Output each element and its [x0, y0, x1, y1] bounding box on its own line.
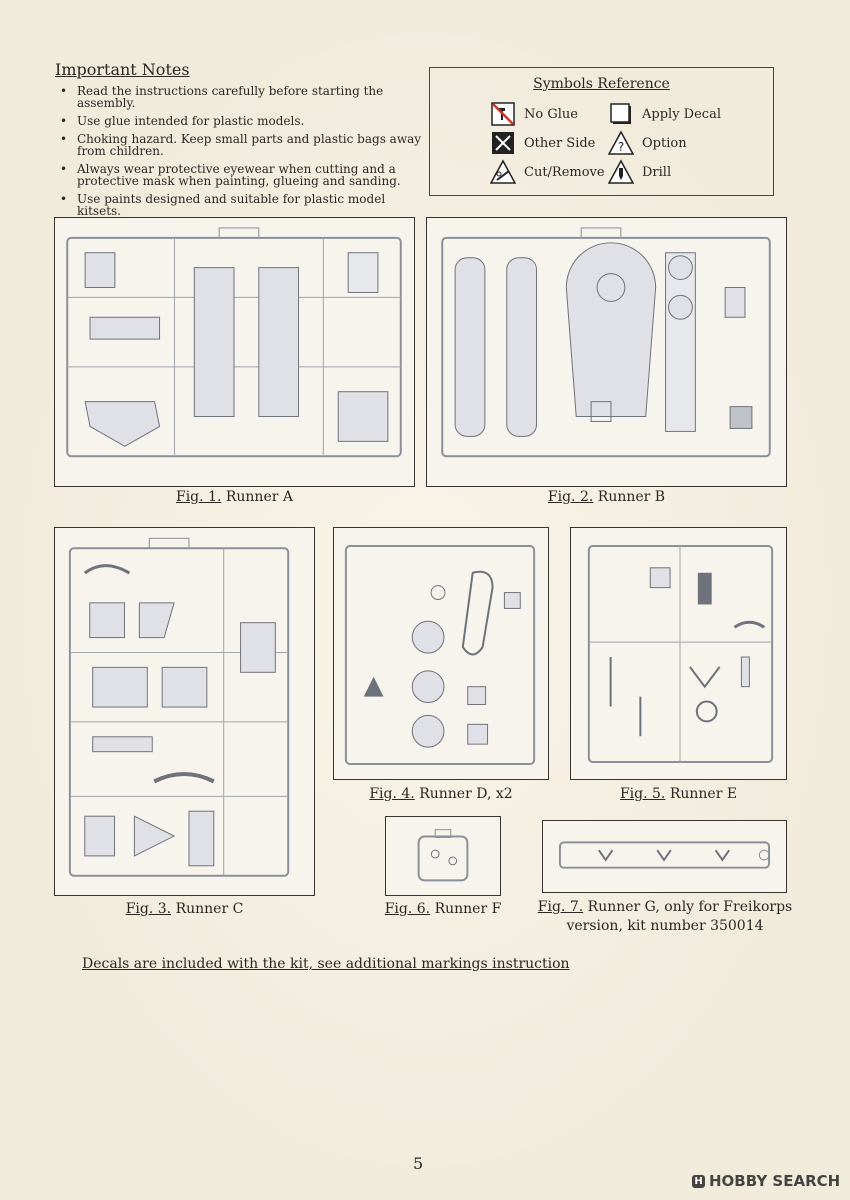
runner-b-sprue-image	[441, 227, 771, 458]
symbol-apply-decal: Apply Decal	[608, 101, 721, 127]
figure-number: Fig. 3.	[125, 901, 172, 917]
watermark-text: HOBBY SEARCH	[709, 1172, 841, 1190]
figure-number: Fig. 2.	[547, 489, 594, 505]
svg-text:?: ?	[618, 140, 624, 154]
note-item: Always wear protective eyewear when cutt…	[55, 163, 425, 187]
no-glue-icon	[491, 102, 515, 126]
figure-3-caption: Fig. 3. Runner C	[54, 901, 315, 917]
decal-icon	[610, 103, 631, 124]
figure-6-caption: Fig. 6. Runner F	[370, 901, 516, 917]
figure-5-caption: Fig. 5. Runner E	[570, 786, 787, 802]
notes-list: Read the instructions carefully before s…	[55, 85, 425, 217]
notes-title: Important Notes	[55, 60, 190, 79]
figure-runner-e	[570, 527, 787, 780]
runner-f-sprue-image	[417, 829, 469, 882]
runner-g-sprue-image	[558, 841, 771, 869]
figure-title: Runner F	[434, 901, 502, 917]
figure-title-line-1: Runner G, only for Freikorps	[587, 899, 793, 915]
cut-icon	[490, 159, 516, 184]
figure-1-caption: Fig. 1. Runner A	[54, 489, 415, 505]
figure-title: Runner C	[175, 901, 244, 917]
figure-title: Runner D, x2	[419, 786, 513, 802]
figure-7-caption: Fig. 7. Runner G, only for Freikorps ver…	[530, 898, 800, 936]
note-item: Choking hazard. Keep small parts and pla…	[55, 133, 425, 157]
symbol-label: Apply Decal	[642, 106, 721, 122]
symbol-label: Option	[642, 135, 687, 151]
figure-title: Runner B	[597, 489, 666, 505]
figure-runner-b	[426, 217, 787, 487]
note-item: Read the instructions carefully before s…	[55, 85, 425, 109]
runner-a-sprue-image	[66, 227, 402, 458]
important-notes: Important Notes Read the instructions ca…	[55, 60, 425, 223]
figure-2-caption: Fig. 2. Runner B	[426, 489, 787, 505]
note-item: Use paints designed and suitable for pla…	[55, 193, 425, 217]
option-icon: ?	[608, 130, 634, 155]
symbol-drill: Drill	[608, 159, 671, 185]
figure-runner-a	[54, 217, 415, 487]
note-item: Use glue intended for plastic models.	[55, 115, 425, 127]
figure-number: Fig. 7.	[537, 899, 584, 915]
other-side-icon	[492, 132, 514, 154]
page-number: 5	[413, 1154, 424, 1173]
symbol-label: Cut/Remove	[524, 164, 605, 180]
watermark-logo-icon: H	[692, 1174, 705, 1188]
symbol-cut-remove: Cut/Remove	[490, 159, 605, 185]
figure-title: Runner A	[225, 489, 293, 505]
symbols-reference: Symbols Reference No Glue Apply Decal Ot…	[429, 67, 774, 196]
figure-title-line-2: version, kit number 350014	[566, 918, 764, 934]
figure-4-caption: Fig. 4. Runner D, x2	[333, 786, 549, 802]
figure-runner-c	[54, 527, 315, 896]
figure-title: Runner E	[669, 786, 738, 802]
decals-note: Decals are included with the kit, see ad…	[82, 956, 570, 972]
symbol-label: Other Side	[524, 135, 596, 151]
figure-runner-f	[385, 816, 501, 896]
figure-number: Fig. 1.	[175, 489, 222, 505]
symbol-label: Drill	[642, 164, 672, 180]
symbol-no-glue: No Glue	[490, 101, 578, 127]
symbol-other-side: Other Side	[490, 130, 595, 156]
figure-number: Fig. 6.	[384, 901, 431, 917]
runner-d-sprue-image	[344, 545, 536, 765]
drill-icon	[608, 159, 634, 184]
figure-number: Fig. 4.	[369, 786, 415, 802]
figure-runner-g	[542, 820, 787, 893]
runner-c-sprue-image	[68, 537, 290, 877]
watermark: H HOBBY SEARCH	[692, 1172, 840, 1190]
symbol-label: No Glue	[524, 106, 578, 122]
symbols-title: Symbols Reference	[533, 76, 670, 92]
symbol-option: ? Option	[608, 130, 687, 156]
runner-e-sprue-image	[587, 545, 774, 763]
figure-number: Fig. 5.	[619, 786, 666, 802]
figure-runner-d	[333, 527, 549, 780]
